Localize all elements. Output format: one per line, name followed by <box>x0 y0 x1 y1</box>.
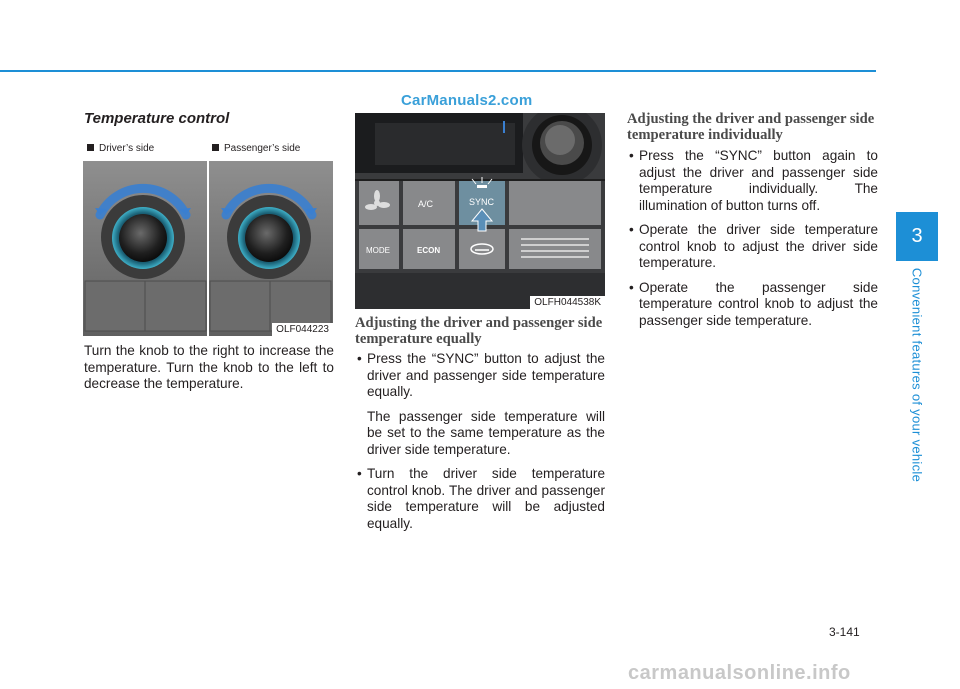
figure-climate-panel: A/C SYNC MODE ECON OLFH044538K <box>355 113 605 309</box>
driver-knob <box>95 183 191 279</box>
econ-button-label: ECON <box>417 246 440 255</box>
sync-indicator-icon <box>471 177 493 188</box>
passenger-knob <box>221 183 317 279</box>
recirculation-icon <box>470 243 494 255</box>
individual-adjust-list: Press the “SYNC” button again to adjust … <box>627 148 878 337</box>
page-number: 3-141 <box>829 625 860 639</box>
watermark-bottom: carmanualsonline.info <box>628 662 851 684</box>
passenger-side-label: Passenger’s side <box>224 143 301 154</box>
individual-adjust-heading: Adjusting the driver and passenger side … <box>627 111 875 143</box>
square-bullet-icon <box>212 144 219 151</box>
list-item: Operate the passenger side temperature c… <box>627 280 878 330</box>
knobs-illustration <box>83 161 333 336</box>
fan-icon <box>365 190 390 210</box>
list-item: Turn the driver side temperature control… <box>355 466 605 532</box>
climate-panel-illustration: A/C SYNC MODE ECON <box>355 113 605 309</box>
equal-adjust-list: Press the “SYNC” button to adjust the dr… <box>355 351 605 540</box>
figure-legend: Driver’s side Passenger’s side <box>83 140 333 161</box>
driver-side-label: Driver’s side <box>99 143 155 154</box>
up-arrow-icon <box>470 208 494 232</box>
list-item: Press the “SYNC” button again to adjust … <box>627 148 878 214</box>
chapter-title: Convenient features of your vehicle <box>909 267 925 483</box>
figure-code: OLF044223 <box>272 323 333 336</box>
square-bullet-icon <box>87 144 94 151</box>
header-rule <box>0 70 876 72</box>
individual-bullet-3: Operate the passenger side temperature c… <box>639 279 878 328</box>
individual-bullet-1: Press the “SYNC” button again to adjust … <box>639 148 878 213</box>
section-title: Temperature control <box>84 110 230 127</box>
individual-bullet-2: Operate the driver side temperature cont… <box>639 222 878 270</box>
knob-paragraph: Turn the knob to the right to increase t… <box>84 343 334 391</box>
chapter-tab: 3 <box>896 212 938 261</box>
equal-bullet-1: Press the “SYNC” button to adjust the dr… <box>367 351 605 399</box>
equal-adjust-heading: Adjusting the driver and passenger side … <box>355 315 603 347</box>
list-item: Press the “SYNC” button to adjust the dr… <box>355 351 605 458</box>
ac-button-label: A/C <box>418 199 434 209</box>
mode-button-label: MODE <box>366 246 390 255</box>
vent-grille <box>521 238 589 258</box>
sync-button-label: SYNC <box>469 197 495 207</box>
list-item: Operate the driver side temperature cont… <box>627 222 878 272</box>
watermark-top: CarManuals2.com <box>401 92 533 109</box>
figure-code: OLFH044538K <box>530 296 605 309</box>
figure-temperature-knobs: Driver’s side Passenger’s side <box>83 140 333 336</box>
equal-bullet-1-note: The passenger side temperature will be s… <box>367 408 605 457</box>
equal-bullet-2: Turn the driver side temperature control… <box>367 466 605 531</box>
